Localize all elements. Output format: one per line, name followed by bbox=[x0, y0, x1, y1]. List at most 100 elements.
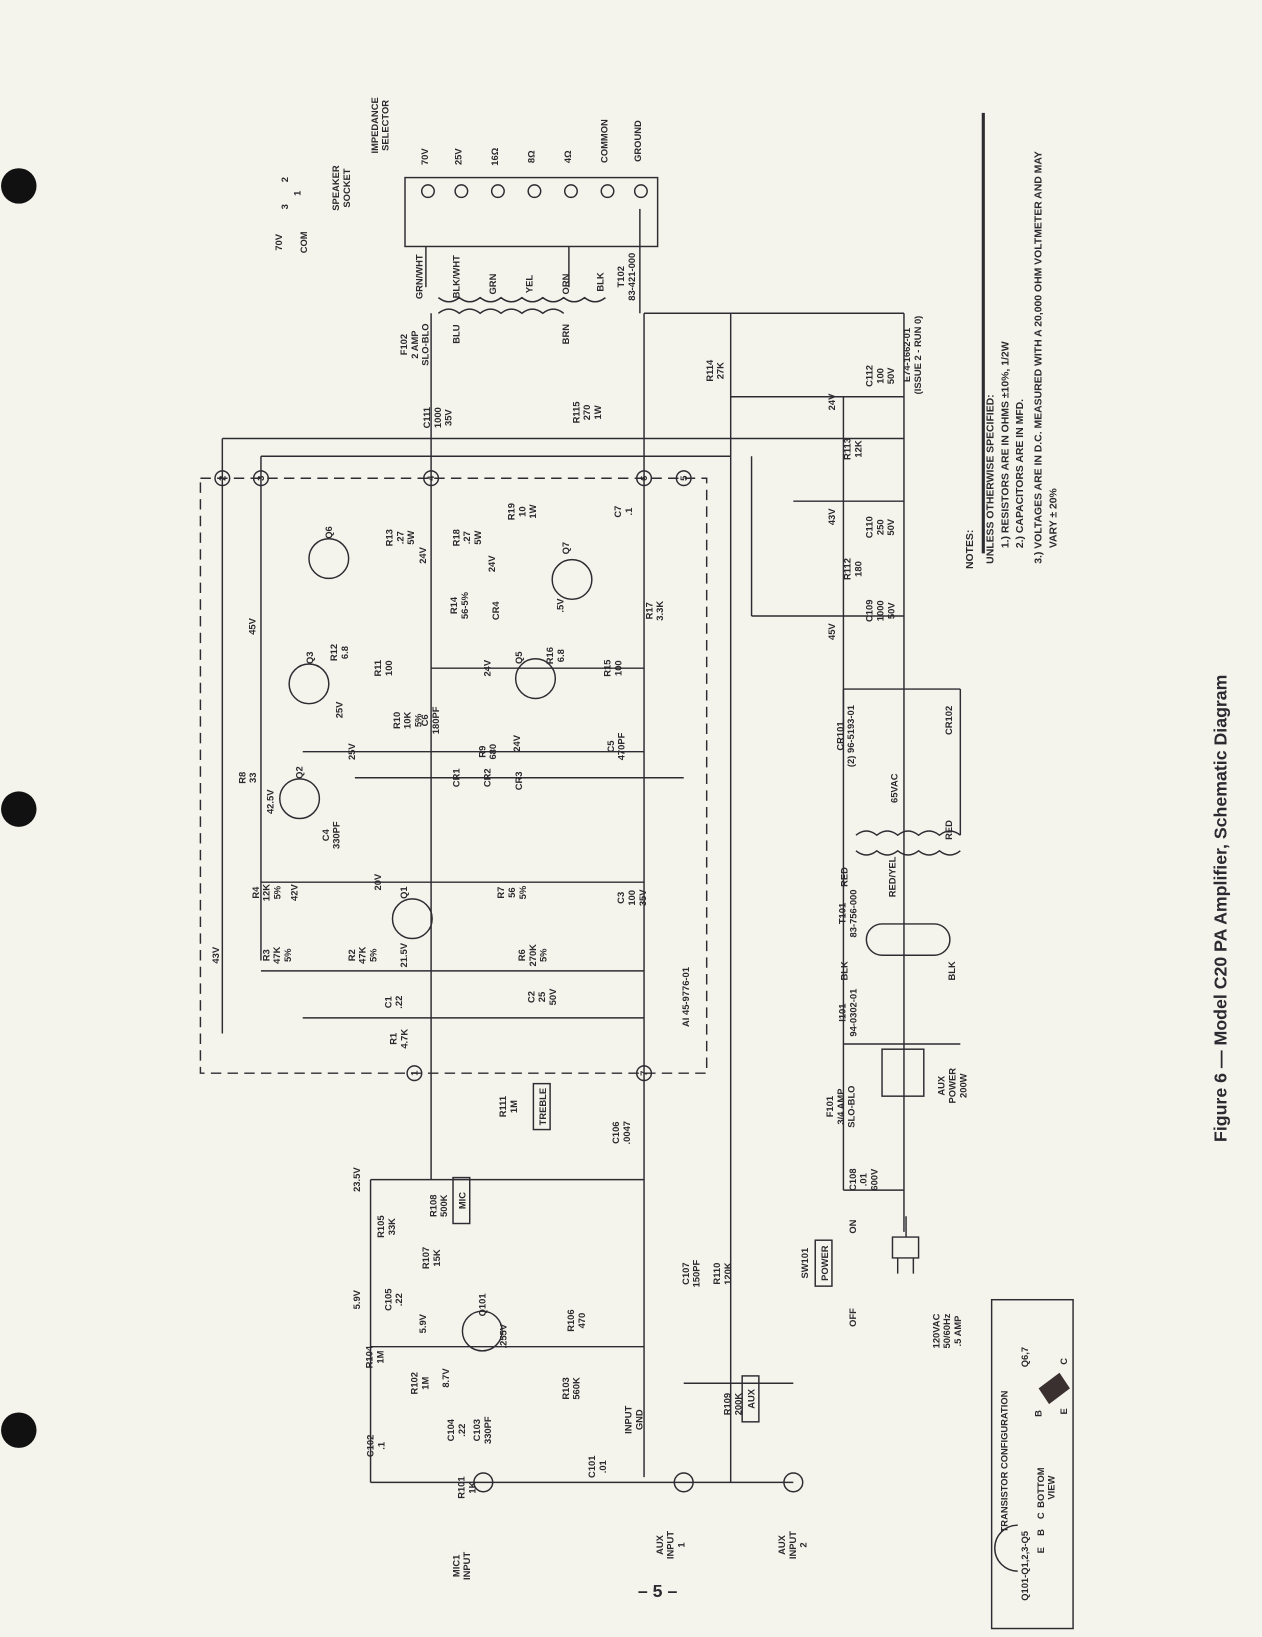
pin-label: C bbox=[1035, 1512, 1046, 1519]
component-label-t102: T10283-421-000 bbox=[615, 253, 637, 301]
transistor-configuration-box bbox=[990, 1298, 1074, 1630]
component-label-f101-line: 3/4 AMP bbox=[835, 1089, 846, 1125]
aux-input-2-label-line: AUX bbox=[776, 1534, 787, 1555]
component-label-r110-line: R110 bbox=[711, 1263, 722, 1285]
to92-package-icon bbox=[994, 1524, 1018, 1572]
component-label-r3-line: 47K bbox=[271, 946, 282, 963]
speaker-pin-label-line: 3 bbox=[279, 204, 290, 209]
aux-input-1-label-line: AUX bbox=[654, 1534, 665, 1555]
voltage-label-line: 23.5V bbox=[351, 1167, 362, 1192]
wire-color-label-line: BLU bbox=[450, 324, 461, 343]
terminal-number: 1 bbox=[409, 1071, 420, 1076]
notes-line-line: UNLESS OTHERWISE SPECIFIED: bbox=[986, 394, 997, 563]
switch-on-label: ON bbox=[847, 1219, 858, 1233]
voltage-label: 8.7V bbox=[440, 1368, 451, 1388]
pin-label: B bbox=[1035, 1529, 1046, 1536]
component-label-c1: C1.22 bbox=[382, 996, 404, 1009]
component-label-c7-line: C7 bbox=[612, 506, 623, 518]
speaker-pin-label: 1 bbox=[292, 191, 303, 196]
speaker-com-label: COM bbox=[298, 231, 309, 253]
voltage-label-line: 45V bbox=[826, 623, 837, 640]
component-label-r11-line: R11 bbox=[372, 660, 383, 677]
component-label-r107: R10715K bbox=[420, 1247, 442, 1269]
component-label-c107-line: C107 bbox=[680, 1262, 691, 1284]
transistor-group2-label: Q6,7 bbox=[1019, 1347, 1030, 1367]
component-label-r19: R19101W bbox=[506, 503, 539, 520]
mic-control-label: MIC bbox=[457, 1192, 468, 1209]
component-label-r103-line: 560K bbox=[571, 1377, 582, 1400]
component-label-q2: Q2 bbox=[294, 766, 305, 779]
notes-line-line: 1.) RESISTORS ARE IN OHMS ±10%, 1/2W bbox=[1000, 341, 1011, 548]
aux-power-label-line: AUX bbox=[936, 1075, 947, 1096]
voltage-label: 23.5V bbox=[351, 1167, 362, 1192]
voltage-label-line: 24V bbox=[417, 546, 428, 563]
transistor-config-title-line: TRANSISTOR CONFIGURATION bbox=[998, 1390, 1009, 1532]
component-label-r15: R15100 bbox=[602, 660, 624, 677]
component-label-r112-line: R112 bbox=[842, 558, 853, 580]
terminal-strip-label-line: GROUND bbox=[632, 120, 643, 162]
treble-control-label: TREBLE bbox=[537, 1088, 548, 1126]
terminal-circle bbox=[252, 470, 269, 487]
component-label-r3-line: R3 bbox=[260, 949, 271, 961]
notes-line-line: 3.) VOLTAGES ARE IN D.C. MEASURED WITH A… bbox=[1034, 151, 1045, 564]
component-label-c110: C11025050V bbox=[864, 516, 897, 538]
wire-color-label-line: ORN bbox=[560, 273, 571, 294]
transistor-q7 bbox=[551, 558, 593, 601]
voltage-label-line: 8.7V bbox=[440, 1368, 451, 1388]
component-label-r12-line: 6.8 bbox=[339, 646, 350, 659]
component-label-cr101-line: (2) 96-5193-01 bbox=[845, 705, 856, 767]
component-label-r2: R247K5% bbox=[346, 946, 379, 963]
speaker-70v-label: 70V bbox=[273, 233, 284, 250]
component-label-c111-line: C111 bbox=[421, 407, 432, 428]
component-label-f101-line: SLO-BLO bbox=[846, 1086, 857, 1128]
component-label-c4-line: 330PF bbox=[331, 821, 342, 849]
mains-rating-label: 120VAC50/60Hz.5 AMP bbox=[930, 1313, 963, 1348]
component-label-c112: C11210050V bbox=[864, 365, 897, 387]
wire-color-label-line: RED bbox=[943, 820, 954, 840]
component-label-c110-line: 250 bbox=[874, 519, 885, 535]
component-label-r9-line: 680 bbox=[487, 744, 498, 760]
terminal-number: 2 bbox=[216, 476, 227, 481]
component-label-c4: C4330PF bbox=[320, 821, 342, 849]
wire-color-label: BRN bbox=[560, 324, 571, 345]
component-label-cr4-line: CR4 bbox=[490, 601, 501, 621]
component-label-c6-line: C6 bbox=[419, 714, 430, 726]
component-label-c103-line: 330PF bbox=[482, 1416, 493, 1444]
component-label-c3-line: C3 bbox=[615, 892, 626, 904]
aux-input-2-label-line: 2 bbox=[798, 1542, 809, 1547]
wire-color-label-line: BLK bbox=[839, 961, 850, 980]
voltage-label: .5V bbox=[555, 598, 566, 613]
terminal-number: 3 bbox=[255, 476, 266, 481]
component-label-c104-line: C104 bbox=[445, 1418, 456, 1441]
voltage-label-line: 42V bbox=[288, 884, 299, 901]
terminal-circle bbox=[214, 470, 231, 487]
pin-label: E bbox=[1058, 1408, 1069, 1414]
transformer-t101-winding bbox=[855, 830, 961, 837]
component-label-cr4: CR4 bbox=[490, 601, 501, 621]
component-label-r6: R6270K5% bbox=[516, 944, 549, 967]
wire-color-label-line: BRN bbox=[560, 324, 571, 345]
component-label-r101-line: R101 bbox=[456, 1476, 467, 1498]
component-label-cr101-line: CR101 bbox=[834, 721, 845, 750]
voltage-label: 45V bbox=[826, 623, 837, 640]
pin-label-line: B bbox=[1033, 1410, 1044, 1417]
component-label-q1: Q1 bbox=[398, 886, 409, 899]
screw-terminal-icon bbox=[490, 184, 505, 199]
pin-label: E bbox=[1035, 1547, 1046, 1553]
treble-control-label-line: TREBLE bbox=[537, 1088, 548, 1126]
binder-hole bbox=[1, 1412, 37, 1448]
mic-input-label: MIC1INPUT bbox=[450, 1552, 472, 1580]
transistor-q1 bbox=[391, 898, 433, 940]
pin-label-line: B bbox=[1035, 1529, 1046, 1536]
aux-power-label-line: POWER bbox=[946, 1068, 957, 1104]
component-label-c108-line: 600V bbox=[869, 1168, 880, 1191]
terminal-circle bbox=[636, 470, 653, 487]
pin-label-line: C bbox=[1058, 1358, 1069, 1365]
transistor-group2-label-line: Q6,7 bbox=[1019, 1347, 1030, 1367]
component-label-r10-line: 10K bbox=[402, 712, 413, 729]
component-label-t101: T10183-756-000 bbox=[837, 890, 859, 938]
voltage-label-line: 20V bbox=[372, 873, 383, 890]
impedance-selector-label-line: IMPEDANCE bbox=[369, 97, 380, 153]
component-label-q6-line: Q6 bbox=[323, 526, 334, 539]
